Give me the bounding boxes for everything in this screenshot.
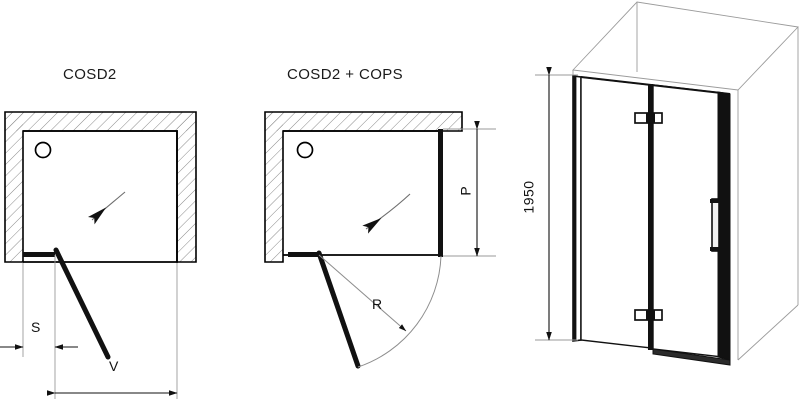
enclosure-floor-outline	[23, 130, 178, 263]
door-leaf-2	[316, 250, 361, 369]
height-extension-lines	[535, 74, 578, 341]
plan-view-cosd2	[0, 111, 197, 399]
swing-arrow-icon-2	[362, 193, 411, 234]
dimension-label-height: 1950	[520, 180, 537, 214]
wall-hatch-group	[5, 112, 196, 262]
dimension-label-p: P	[457, 186, 474, 196]
wall-hatch-group-2	[265, 112, 462, 262]
dimension-label-v: V	[109, 358, 119, 374]
dimension-label-s: S	[31, 319, 41, 335]
radius-leader-r	[318, 254, 407, 332]
rotation-circle-icon-2	[296, 141, 314, 159]
hinge-post	[648, 84, 653, 350]
bottom-seal	[652, 348, 731, 366]
wall-outline-2	[264, 111, 463, 263]
fixed-side-panel-cops	[438, 129, 443, 257]
wall-outline	[4, 111, 197, 263]
door-leaf	[53, 247, 111, 360]
door-handle	[710, 198, 721, 252]
enclosure-floor-outline-2	[283, 130, 442, 256]
dimension-label-r: R	[372, 296, 383, 312]
fixed-glass-segment-2	[288, 252, 320, 257]
view-title-cosd2: COSD2	[63, 66, 117, 83]
plan-view-cosd2-cops	[264, 111, 496, 369]
fixed-panel	[572, 75, 582, 342]
rotation-circle-icon	[34, 141, 52, 159]
iso-view-3d	[535, 1, 799, 366]
swing-arc	[357, 255, 442, 368]
lower-hinge	[634, 309, 663, 321]
extension-lines-2	[443, 128, 496, 257]
view-title-cosd2-cops: COSD2 + COPS	[287, 66, 404, 83]
top-rail	[580, 76, 731, 95]
swing-arrow-icon	[87, 191, 126, 225]
enclosure-box-outline	[572, 1, 799, 361]
extension-lines	[22, 255, 178, 399]
upper-hinge	[634, 112, 663, 124]
fixed-glass-segment	[23, 252, 55, 257]
